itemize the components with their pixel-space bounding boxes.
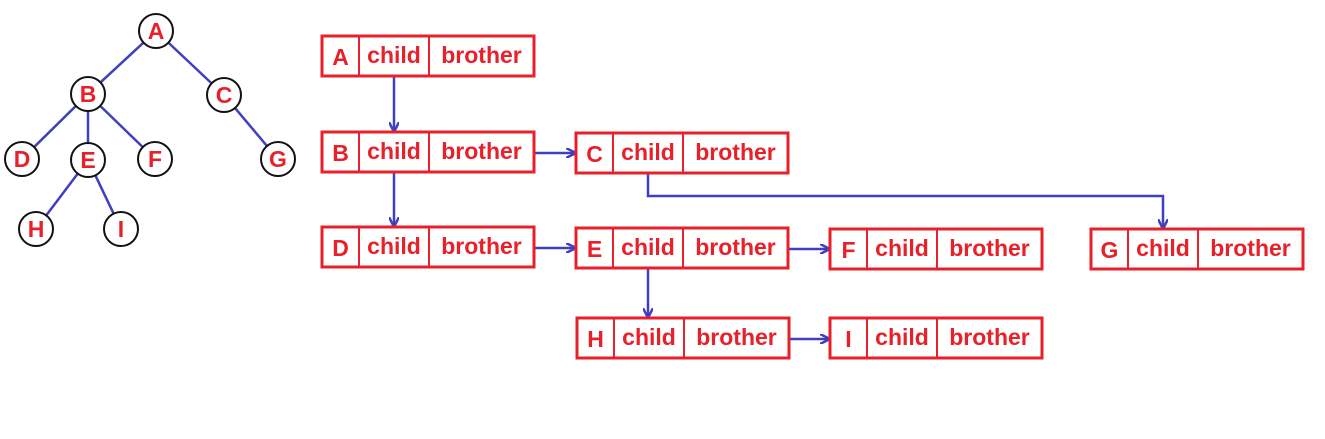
tree-node-label: A [148, 18, 165, 44]
node-circle [18, 211, 54, 247]
tree-node-a: A [138, 13, 174, 49]
brother-field-label: brother [949, 324, 1030, 350]
child-field-label: child [367, 42, 421, 68]
tree-node-label: B [80, 81, 97, 107]
tree-node-e: E [70, 142, 106, 178]
pointer-arrows [394, 62, 1163, 339]
tree-node-label: F [148, 146, 162, 172]
child-field-label: child [1136, 235, 1190, 261]
node-circle [260, 141, 296, 177]
brother-field-label: brother [695, 139, 776, 165]
brother-field-label: brother [1210, 235, 1291, 261]
tree-node-b: B [70, 76, 106, 112]
tree-node-label: C [216, 82, 233, 108]
child-field-label: child [622, 324, 676, 350]
brother-field-label: brother [949, 235, 1030, 261]
record-name: B [332, 140, 349, 166]
record-name: I [845, 326, 851, 352]
tree-edge-a-b [99, 41, 145, 84]
tree-edges [33, 41, 268, 217]
brother-field-label: brother [695, 234, 776, 260]
node-circle [70, 142, 106, 178]
record-name: H [587, 326, 604, 352]
node-circle [206, 77, 242, 113]
tree-edge-e-i [94, 174, 115, 215]
record-name: D [332, 235, 349, 261]
record-name: F [841, 237, 855, 263]
child-field-label: child [875, 324, 929, 350]
child-field-label: child [875, 235, 929, 261]
node-circle [70, 76, 106, 112]
tree-node-c: C [206, 77, 242, 113]
tree-node-label: G [269, 146, 287, 172]
tree-node-g: G [260, 141, 296, 177]
tree-node-h: H [18, 211, 54, 247]
record-name: C [586, 141, 603, 167]
record-name: A [332, 44, 349, 70]
tree-edge-b-f [99, 104, 144, 149]
tree-edge-c-g [234, 107, 268, 147]
brother-field-label: brother [441, 233, 522, 259]
brother-field-label: brother [696, 324, 777, 350]
record-name: G [1101, 237, 1119, 263]
tree-node-f: F [137, 141, 173, 177]
child-field-label: child [367, 233, 421, 259]
tree-edge-e-h [45, 172, 79, 217]
node-circle [137, 141, 173, 177]
node-circle [103, 211, 139, 247]
child-field-label: child [621, 234, 675, 260]
tree-node-label: D [14, 146, 31, 172]
tree-node-label: H [28, 216, 45, 242]
tree-node-i: I [103, 211, 139, 247]
tree-node-d: D [4, 141, 40, 177]
tree-node-label: I [118, 216, 124, 242]
brother-field-label: brother [441, 42, 522, 68]
brother-field-label: brother [441, 138, 522, 164]
child-field-label: child [367, 138, 421, 164]
node-circle [4, 141, 40, 177]
tree-node-label: E [80, 147, 95, 173]
node-circle [138, 13, 174, 49]
child-pointer-c-g [646, 159, 1163, 228]
tree-edge-b-d [33, 105, 77, 148]
child-field-label: child [621, 139, 675, 165]
tree-nodes: A B C D E F G H I [4, 13, 296, 247]
tree-edge-a-c [167, 41, 213, 85]
record-name: E [587, 236, 602, 262]
